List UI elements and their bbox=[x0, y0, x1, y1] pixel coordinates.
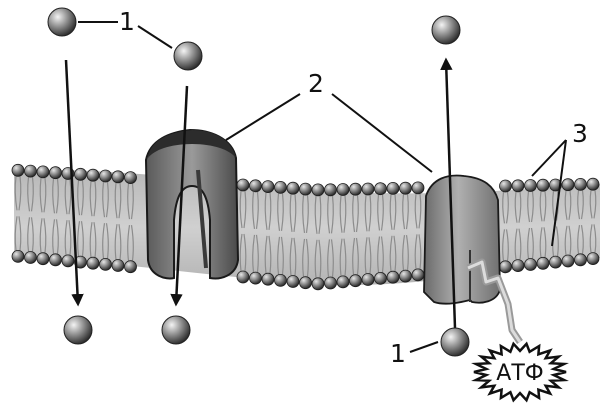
phospholipid-head bbox=[49, 253, 62, 267]
phospholipid-head bbox=[11, 163, 25, 177]
molecule-bottom-left bbox=[63, 315, 93, 345]
phospholipid-head bbox=[374, 271, 387, 285]
arrow-pump-up bbox=[440, 57, 457, 329]
phospholipid-head bbox=[336, 275, 350, 289]
phospholipid-head bbox=[361, 273, 375, 286]
molecule-top-right bbox=[431, 15, 461, 45]
phospholipid-head bbox=[311, 277, 325, 291]
phospholipid-head bbox=[261, 272, 275, 286]
phospholipid-head bbox=[124, 171, 137, 185]
phospholipid-head bbox=[36, 252, 50, 266]
phospholipid-head bbox=[111, 259, 125, 272]
phospholipid-head bbox=[524, 179, 537, 192]
label-3: 3 bbox=[572, 119, 588, 148]
phospholipid-head bbox=[324, 183, 337, 197]
phospholipid-head bbox=[74, 167, 87, 181]
arrow-channel-down bbox=[170, 85, 189, 307]
phospholipid-head bbox=[74, 255, 87, 269]
phospholipid-head bbox=[24, 251, 37, 264]
phospholipid-head bbox=[411, 268, 425, 282]
phospholipid-head bbox=[61, 254, 75, 268]
phospholipid-head bbox=[411, 181, 425, 195]
energy-bolt-outline bbox=[467, 260, 522, 343]
leader-lines bbox=[78, 21, 567, 353]
phospholipid-head bbox=[299, 276, 312, 290]
phospholipid-head bbox=[36, 165, 50, 179]
molecule-bottom-right bbox=[440, 327, 470, 357]
phospholipid-head bbox=[111, 170, 125, 184]
phospholipid-head bbox=[361, 182, 375, 196]
phospholipid-head bbox=[311, 183, 325, 197]
label-1-top: 1 bbox=[119, 7, 135, 36]
arrow-diffusion-down bbox=[64, 59, 84, 307]
phospholipid-head bbox=[574, 253, 587, 267]
phospholipid-head bbox=[586, 177, 600, 191]
phospholipid-head bbox=[86, 168, 100, 182]
molecule-top-left bbox=[47, 7, 77, 37]
phospholipid-head bbox=[336, 183, 350, 196]
label-1-bottom: 1 bbox=[390, 339, 406, 368]
atp-starburst: АТФ bbox=[471, 341, 569, 403]
phospholipid-head bbox=[249, 271, 262, 285]
phospholipid-head bbox=[274, 273, 287, 287]
phospholipid-head bbox=[586, 252, 600, 266]
phospholipid-head bbox=[386, 181, 400, 195]
phospholipid-head bbox=[561, 254, 575, 268]
phospholipid-head bbox=[49, 166, 62, 180]
phospholipid-head bbox=[499, 179, 512, 193]
phospholipid-head bbox=[124, 260, 137, 274]
phospholipid-heads-bottom-row bbox=[11, 249, 600, 291]
phospholipid-head bbox=[274, 180, 287, 194]
phospholipid-head bbox=[511, 259, 525, 273]
molecule-bottom-center bbox=[161, 315, 191, 345]
phospholipid-head bbox=[511, 179, 525, 193]
phospholipid-head bbox=[499, 260, 512, 274]
phospholipid-head bbox=[536, 256, 550, 270]
phospholipid-head bbox=[24, 164, 37, 178]
phospholipid-head bbox=[549, 178, 562, 192]
phospholipid-head bbox=[349, 274, 362, 288]
phospholipid-heads-top-row bbox=[11, 163, 600, 197]
phospholipid-head bbox=[386, 270, 400, 284]
phospholipid-head bbox=[574, 177, 587, 191]
phospholipid-head bbox=[324, 276, 337, 290]
phospholipid-head bbox=[236, 270, 250, 284]
molecule-top-center bbox=[173, 41, 203, 71]
phospholipid-head bbox=[86, 256, 100, 270]
phospholipid-head bbox=[374, 182, 387, 196]
phospholipid-head bbox=[99, 169, 112, 183]
phospholipid-head bbox=[349, 182, 362, 196]
phospholipid-head bbox=[286, 275, 300, 288]
phospholipid-head bbox=[561, 178, 575, 192]
phospholipid-head bbox=[11, 249, 25, 263]
phospholipid-head bbox=[261, 180, 275, 194]
phospholipid-head bbox=[524, 258, 537, 271]
channel-protein bbox=[144, 128, 240, 280]
phospholipid-head bbox=[399, 269, 412, 283]
phospholipid-head bbox=[99, 257, 112, 271]
phospholipid-head bbox=[249, 179, 262, 193]
label-2: 2 bbox=[308, 69, 324, 98]
phospholipid-head bbox=[399, 181, 412, 195]
phospholipid-head bbox=[299, 182, 312, 196]
phospholipid-head bbox=[536, 178, 550, 192]
phospholipid-head bbox=[286, 181, 300, 195]
phospholipid-head bbox=[549, 255, 562, 269]
phospholipid-head bbox=[236, 178, 250, 192]
atp-label: АТФ bbox=[496, 361, 543, 386]
